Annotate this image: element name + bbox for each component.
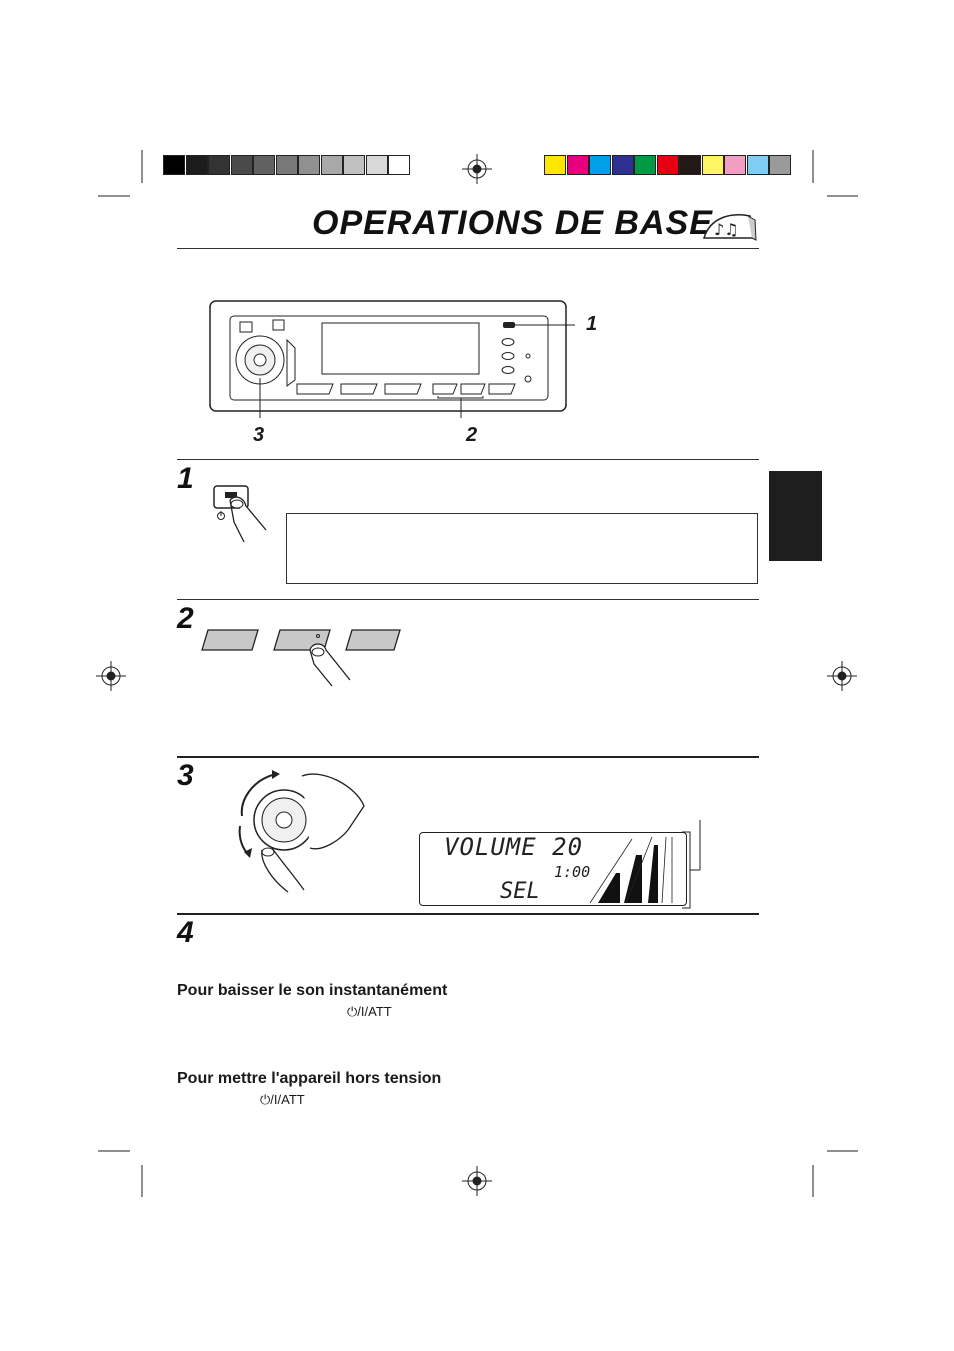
lcd-display: VOLUME 20 1:00 SEL xyxy=(419,832,687,906)
color-swatch xyxy=(656,155,679,175)
gray-swatch xyxy=(275,155,298,175)
section-rule xyxy=(177,913,759,915)
color-swatch xyxy=(544,155,566,175)
language-tab xyxy=(769,471,822,561)
source-buttons-press-icon xyxy=(201,629,401,687)
att-button-label: ⏻/I/ATT xyxy=(260,1092,305,1107)
gray-swatch xyxy=(185,155,208,175)
step-number: 1 xyxy=(177,462,194,495)
lcd-sel-indicator: SEL xyxy=(500,879,540,904)
callout-3: 3 xyxy=(253,424,265,446)
svg-text:♪♫: ♪♫ xyxy=(714,220,739,239)
power-button-press-icon xyxy=(213,485,267,543)
callout-1: 1 xyxy=(586,313,598,335)
color-swatch xyxy=(769,155,791,175)
color-swatch xyxy=(589,155,611,175)
att-button-label: ⏻/I/ATT xyxy=(347,1004,392,1019)
color-calibration-bar xyxy=(544,155,792,177)
step-number: 4 xyxy=(177,916,194,949)
gray-swatch xyxy=(298,155,320,175)
level-meter-icon xyxy=(589,836,673,904)
registration-target-icon xyxy=(96,154,857,1196)
gray-swatch xyxy=(253,155,275,175)
section-rule xyxy=(177,459,759,460)
page-title: OPERATIONS DE BASE xyxy=(312,204,713,242)
gray-swatch xyxy=(208,155,230,175)
step-number: 2 xyxy=(177,602,194,635)
car-stereo-panel-diagram xyxy=(209,300,575,418)
grayscale-calibration-bar xyxy=(163,155,411,177)
color-swatch xyxy=(746,155,769,175)
color-swatch xyxy=(634,155,656,175)
music-notes-icon: ♪♫ xyxy=(702,214,757,241)
section-rule xyxy=(177,756,759,758)
color-swatch xyxy=(724,155,746,175)
color-swatch xyxy=(566,155,589,175)
gray-swatch xyxy=(230,155,253,175)
section-heading-attenuate: Pour baisser le son instantanément xyxy=(177,982,448,999)
callout-2: 2 xyxy=(466,424,478,446)
note-box xyxy=(286,513,758,584)
color-swatch xyxy=(611,155,634,175)
section-heading-power-off: Pour mettre l'appareil hors tension xyxy=(177,1070,442,1087)
gray-swatch xyxy=(388,155,410,175)
lcd-bracket xyxy=(682,820,701,909)
lcd-volume-readout: VOLUME 20 xyxy=(444,833,584,861)
color-swatch xyxy=(679,155,701,175)
color-swatch xyxy=(701,155,724,175)
gray-swatch xyxy=(320,155,343,175)
gray-swatch xyxy=(365,155,388,175)
title-rule xyxy=(177,248,759,249)
lcd-clock: 1:00 xyxy=(554,863,591,881)
section-rule xyxy=(177,599,759,600)
gray-swatch xyxy=(343,155,365,175)
step-number: 3 xyxy=(177,759,194,792)
gray-swatch xyxy=(163,155,185,175)
volume-knob-rotate-icon xyxy=(238,770,365,893)
